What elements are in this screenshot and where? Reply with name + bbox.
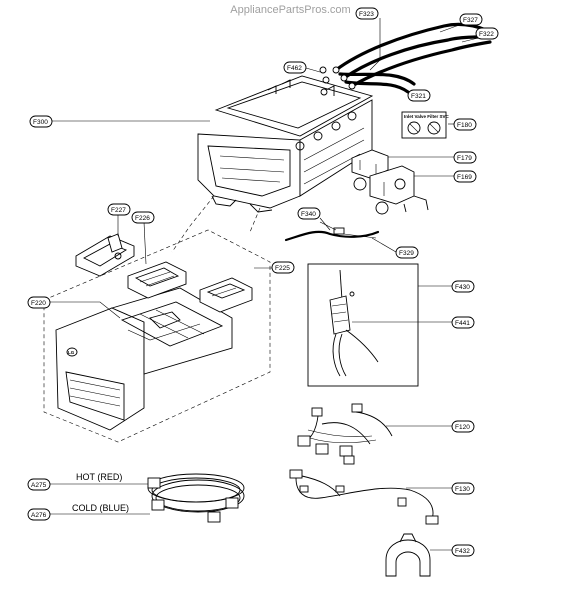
svg-text:F227: F227 [111, 207, 126, 214]
callout-F120: F120 [451, 420, 475, 433]
hot-hose-label: HOT (RED) [76, 472, 122, 482]
inlet-hoses[interactable] [319, 22, 492, 96]
callout-F329: F329 [395, 246, 419, 259]
svg-text:F220: F220 [31, 300, 46, 307]
callout-F300: F300 [29, 115, 53, 128]
hose-clip[interactable] [385, 533, 431, 577]
callout-F226: F226 [131, 211, 155, 224]
callout-F180: F180 [453, 118, 477, 131]
svg-text:F322: F322 [479, 31, 494, 38]
fill-hoses[interactable] [147, 473, 245, 523]
detergent-insert[interactable] [127, 261, 187, 299]
cold-hose-label: COLD (BLUE) [72, 503, 129, 513]
svg-text:F130: F130 [455, 486, 470, 493]
callout-F225: F225 [271, 261, 295, 274]
callout-labels: F323 F327 F322 F462 F321 F300 F180 F179 … [27, 7, 499, 557]
svg-text:F321: F321 [411, 93, 426, 100]
svg-text:F323: F323 [359, 11, 374, 18]
svg-text:F430: F430 [455, 284, 470, 291]
callout-F321: F321 [407, 89, 431, 102]
svg-text:F329: F329 [399, 250, 414, 257]
callout-A275: A275 [27, 478, 51, 491]
secondary-wire-harness[interactable] [289, 469, 439, 525]
softener-insert[interactable] [199, 277, 253, 313]
callout-F130: F130 [451, 482, 475, 495]
svg-text:F441: F441 [455, 320, 470, 327]
callout-A276: A276 [27, 508, 51, 521]
brand-mark: LG [68, 350, 75, 355]
inlet-valve-filter-label: Inlet Valve Filter SVC [404, 114, 450, 119]
callout-F430: F430 [451, 280, 475, 293]
drawer-housing[interactable] [197, 75, 374, 213]
svg-text:F327: F327 [463, 17, 478, 24]
callout-F227: F227 [107, 203, 131, 216]
valve-wire-harness[interactable] [284, 221, 380, 242]
callout-F322: F322 [475, 27, 499, 40]
callout-F327: F327 [459, 13, 483, 26]
svg-text:F340: F340 [301, 211, 316, 218]
callout-F169: F169 [453, 170, 477, 183]
svg-text:F432: F432 [455, 548, 470, 555]
water-inlet-valve[interactable] [351, 149, 429, 215]
svg-text:A275: A275 [31, 482, 47, 489]
callout-F462: F462 [283, 61, 307, 74]
svg-text:F226: F226 [135, 215, 150, 222]
callout-F432: F432 [451, 544, 475, 557]
svg-text:A276: A276 [31, 512, 47, 519]
callout-F220: F220 [27, 296, 51, 309]
svg-text:F462: F462 [287, 65, 302, 72]
callout-F323: F323 [355, 7, 379, 20]
inlet-valve-filter-box[interactable]: Inlet Valve Filter SVC [401, 111, 450, 139]
main-wire-harness[interactable] [297, 403, 393, 465]
leader-lines [50, 18, 479, 551]
callout-F340: F340 [297, 207, 321, 220]
watermark: AppliancePartsPros.com [230, 4, 351, 16]
svg-text:F225: F225 [275, 265, 290, 272]
detergent-drawer[interactable]: LG [43, 229, 271, 443]
pressure-sensor-assembly[interactable] [307, 263, 419, 387]
svg-text:F179: F179 [457, 155, 472, 162]
svg-text:F120: F120 [455, 424, 470, 431]
svg-text:F180: F180 [457, 122, 472, 129]
svg-text:F300: F300 [33, 119, 48, 126]
svg-text:F169: F169 [457, 174, 472, 181]
drawer-cap[interactable] [75, 233, 135, 277]
callout-F179: F179 [453, 151, 477, 164]
callout-F441: F441 [451, 316, 475, 329]
